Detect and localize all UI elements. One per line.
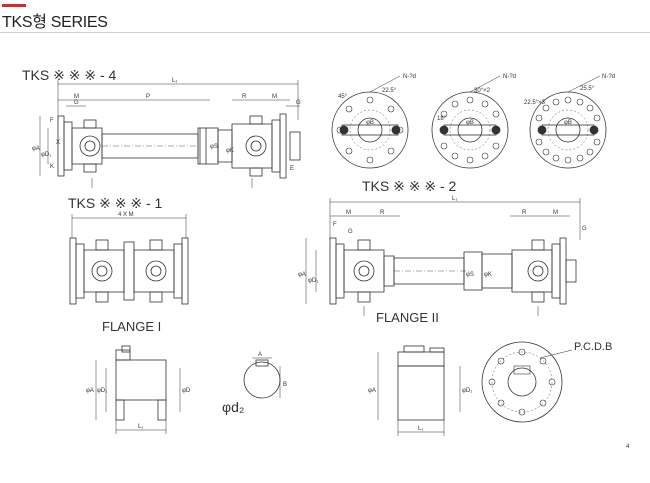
tks4-diagram: TKS ※ ※ ※ - 4 L₁ M G P R M G [22,67,301,188]
flange-view1-angle-b: 22.5° [382,88,397,94]
tks2-dim-phi-k: φK [484,272,492,278]
tks1-dim-4xm: 4 X M [118,212,134,218]
page-number: 4 [626,444,630,450]
tks2-dim-g-right: G [582,226,587,232]
title-divider [0,32,650,33]
flange-view2-angle-b: 18° [437,116,447,122]
flange-views: N-?d 45° 22.5° φB N-?d 30°×2 18° φB [331,74,615,169]
tks4-dim-g-left: G [74,100,79,106]
flange-view2-n-label: N-?d [503,74,516,80]
tks2-dim-r-right: R [522,210,527,216]
detail2-pcd: P.C.D.B [574,341,612,353]
page-title: TKS형 SERIES [2,14,108,31]
flange1-detail: φA φD₁ φD L₁ [86,345,191,434]
tks4-dim-m-right: M [272,94,277,100]
tks4-dim-k: K [50,164,54,170]
tks4-label: TKS ※ ※ ※ - 4 [22,67,117,83]
flange-view3-n-label: N-?d [602,74,615,80]
tks4-dim-g-right: G [296,100,301,106]
tks2-dim-phi-d1: φD₁ [308,278,318,284]
keyway-detail: A B φd₂ [222,352,287,415]
keyway-phi-d2: φd₂ [222,399,244,415]
tks2-dim-phi-s: φS [466,272,474,278]
keyway-a: A [258,352,262,358]
tks2-dim-r-left: R [380,210,385,216]
flange-view1-phi-b: φB [366,120,374,126]
tks2-dim-l1: L₁ [452,196,457,202]
tks2-diagram: TKS ※ ※ ※ - 2 L₁ M R R M G G F [298,178,587,325]
tks4-dim-phi-s: φS [210,144,218,150]
detail2-phi-a: φA [368,388,376,394]
tks2-dim-m-left: M [346,210,351,216]
tks4-dim-phi-a: φA [32,146,40,152]
flange-view2-phi-b: φB [466,120,474,126]
detail2-l1: L₁ [418,426,423,432]
tks4-dim-m-left: M [74,94,79,100]
detail1-phi-a: φA [86,388,94,394]
tks2-dim-phi-a: φA [298,272,306,278]
flange-view1-angle-a: 45° [338,94,348,100]
tks4-dim-l1: L₁ [172,78,177,84]
flange-view3-angle-b: 25.5° [580,86,595,92]
tks4-dim-p: P [146,94,150,100]
title-accent-bar [2,4,26,7]
flange-view3-angle-a: 22.5°×3 [524,100,546,106]
detail1-phi-d1: φD₁ [97,388,107,394]
tks1-diagram: TKS ※ ※ ※ - 1 4 X M FLANGE I [68,195,189,334]
detail1-phi-d: φD [182,388,191,394]
tks2-dim-f: F [333,222,337,228]
detail2-phi-d1: φD₁ [462,388,472,394]
tks4-dim-e: E [290,166,294,172]
tks2-dim-m-right: M [553,210,558,216]
flange-view3-phi-b: φB [564,120,572,126]
flange2-caption: FLANGE II [376,310,439,325]
detail1-l1: L₁ [138,424,143,430]
flange2-detail: φA φD₁ L₁ P.C.D.B [368,341,612,436]
tks4-dim-r: R [242,94,247,100]
tks2-dim-g-left: G [348,229,353,235]
tks4-dim-phi-d1: φD₁ [41,152,51,158]
keyway-b: B [283,382,287,388]
tks1-label: TKS ※ ※ ※ - 1 [68,195,163,211]
flange-view2-angle-a: 30°×2 [474,88,491,94]
tks4-dim-x: X [56,140,60,146]
tks2-label: TKS ※ ※ ※ - 2 [362,178,457,194]
tks4-dim-f: F [50,118,54,124]
flange-view1-n-label: N-?d [403,74,416,80]
tks4-dim-phi-k: φK [226,148,234,154]
flange1-caption: FLANGE I [102,319,161,334]
